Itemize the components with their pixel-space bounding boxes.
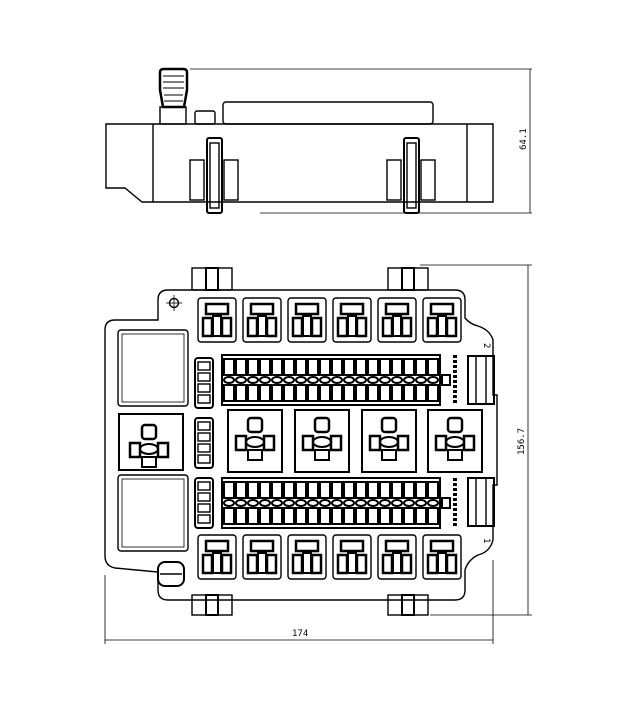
large-relay bbox=[227, 409, 283, 473]
side-cover bbox=[222, 101, 434, 125]
side-small-block bbox=[194, 110, 216, 125]
connector-label-2: 2 bbox=[481, 343, 491, 348]
small-relay bbox=[197, 297, 237, 343]
mounting-clip bbox=[191, 594, 233, 616]
fuse-strip bbox=[221, 354, 457, 406]
plate-outline bbox=[104, 289, 498, 601]
large-relay bbox=[361, 409, 417, 473]
small-relay bbox=[332, 534, 372, 580]
small-relay bbox=[422, 297, 462, 343]
small-relay bbox=[332, 297, 372, 343]
small-relay bbox=[377, 297, 417, 343]
fuse-column bbox=[194, 357, 214, 409]
small-relay bbox=[422, 534, 462, 580]
mounting-clip bbox=[387, 594, 429, 616]
side-body-outline bbox=[105, 123, 494, 203]
large-relay bbox=[294, 409, 350, 473]
small-relay bbox=[287, 297, 327, 343]
dimension-label-width: 174 bbox=[292, 629, 308, 639]
small-relay bbox=[197, 534, 237, 580]
connector-1 bbox=[467, 477, 495, 527]
bottom-left-tab bbox=[157, 561, 185, 587]
fuse-strip bbox=[221, 477, 457, 529]
side-view bbox=[105, 67, 494, 214]
left-module-lower bbox=[117, 474, 189, 552]
mounting-clip bbox=[191, 267, 233, 291]
fuse-column bbox=[194, 477, 214, 529]
dimension-label-height-side: 64.1 bbox=[519, 128, 529, 150]
dimension-label-height-top: 156.7 bbox=[517, 428, 527, 455]
connector-label-1: 1 bbox=[481, 538, 491, 543]
dimension-width bbox=[104, 560, 494, 644]
side-clip bbox=[189, 137, 239, 214]
dimension-height-top bbox=[420, 264, 532, 616]
fuse-column bbox=[194, 417, 214, 469]
side-connector-base bbox=[159, 106, 187, 125]
left-module-upper bbox=[117, 329, 189, 407]
connector-2 bbox=[467, 355, 495, 405]
large-relay bbox=[427, 409, 483, 473]
mounting-clip bbox=[387, 267, 429, 291]
side-connector-head bbox=[158, 67, 189, 109]
small-relay bbox=[242, 297, 282, 343]
small-relay bbox=[287, 534, 327, 580]
large-relay bbox=[128, 423, 170, 468]
top-view: 2 1 bbox=[104, 267, 498, 616]
small-relay bbox=[377, 534, 417, 580]
dimension-height-side bbox=[190, 68, 532, 214]
connector-ribs bbox=[163, 75, 184, 102]
left-relay bbox=[118, 413, 184, 471]
small-relay bbox=[242, 534, 282, 580]
